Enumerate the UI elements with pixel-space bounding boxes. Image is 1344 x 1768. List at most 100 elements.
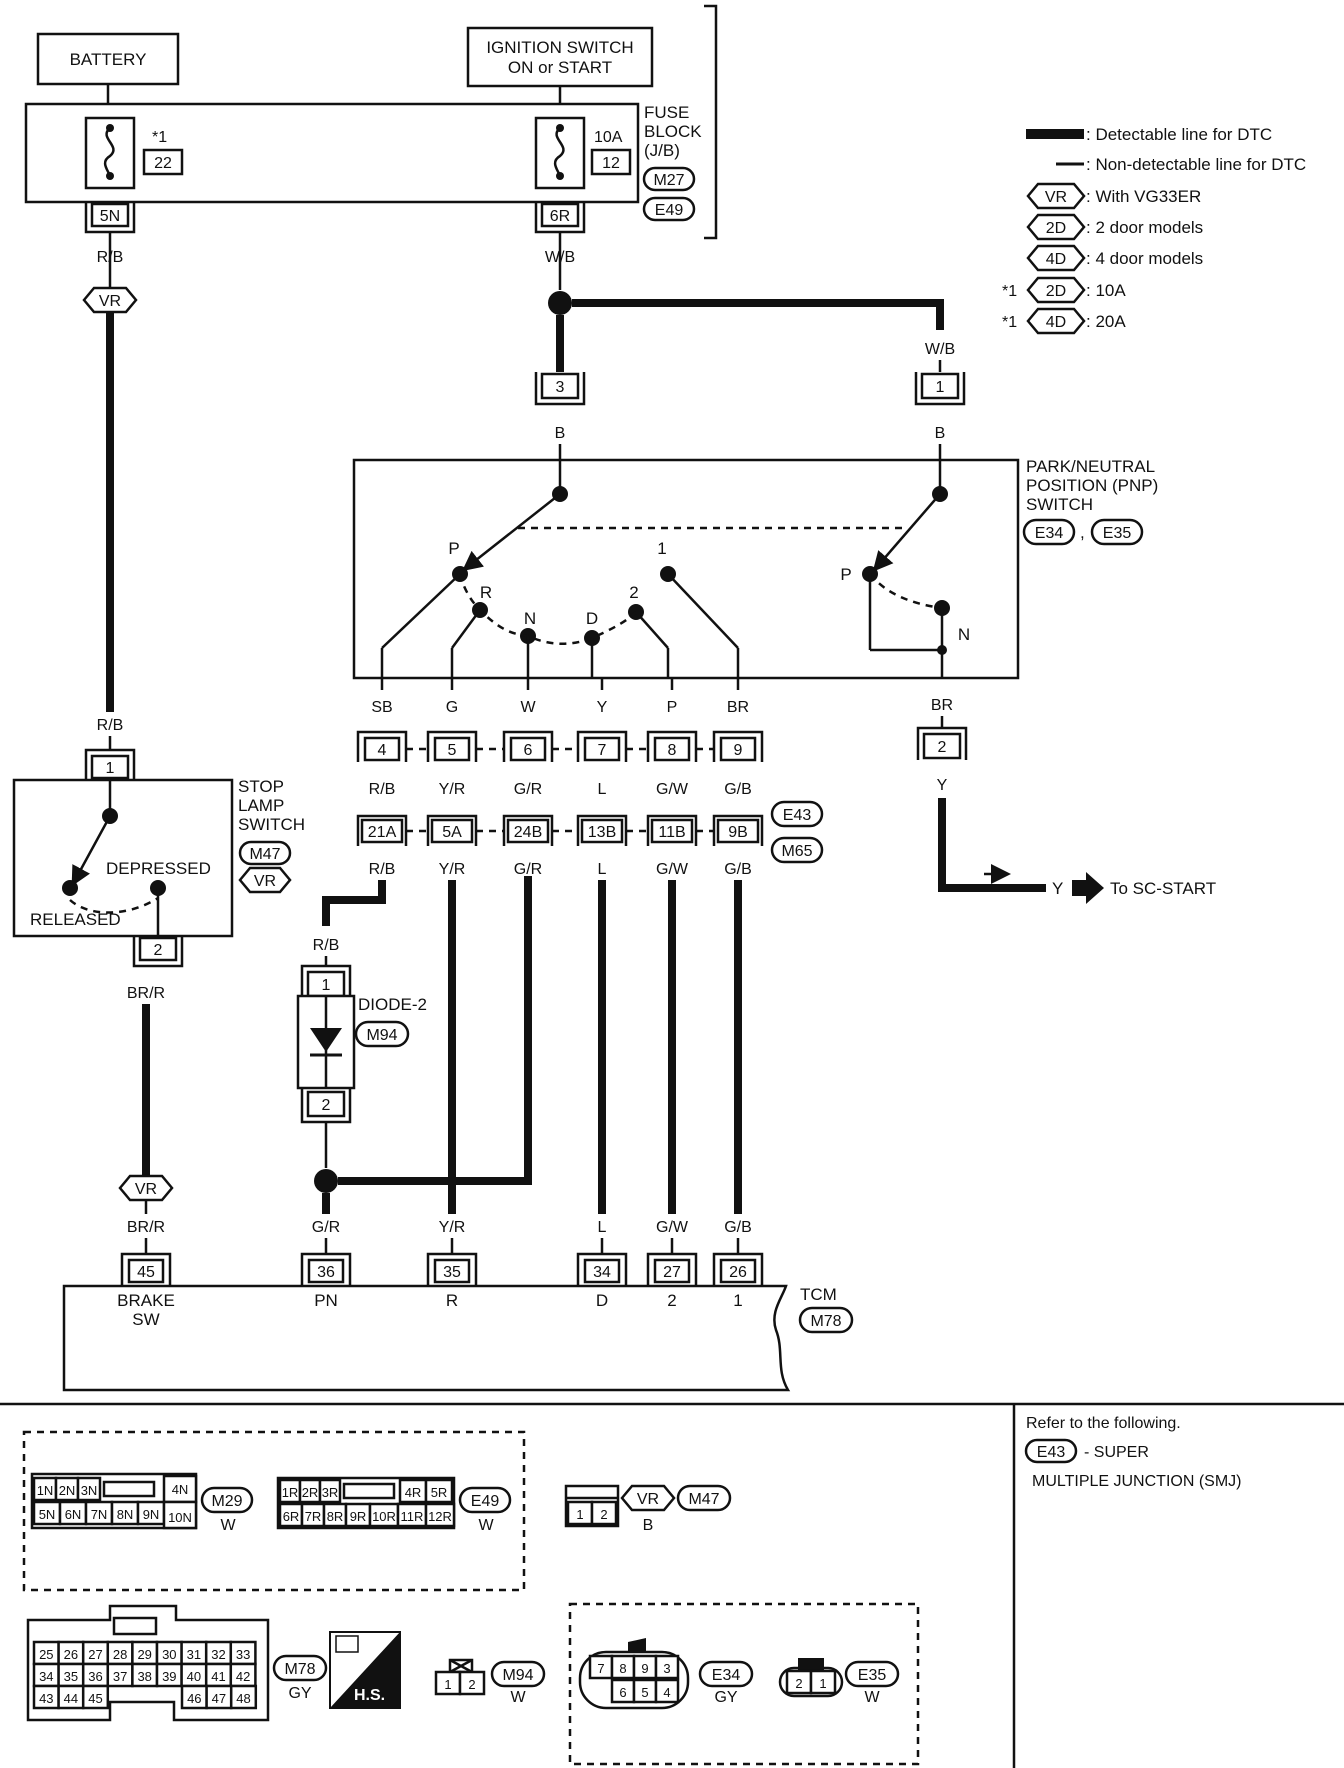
e49-pin-5R: 5R — [431, 1485, 448, 1500]
pnp-label-1: PARK/NEUTRAL — [1026, 457, 1155, 476]
m47-vr: VR — [637, 1491, 659, 1508]
col-low-color-2: G/R — [514, 861, 542, 878]
e35-id: E35 — [858, 1667, 887, 1684]
connector-3: 3 — [534, 372, 586, 406]
svg-text:E35: E35 — [1103, 525, 1132, 542]
m78-pin-27: 27 — [88, 1647, 102, 1662]
fuse1-note: *1 — [152, 129, 167, 146]
fuse-block-conn-2: E49 — [642, 196, 696, 222]
refer-tag-e43: E43 — [1024, 1438, 1078, 1464]
pnp-right-p: P — [840, 565, 851, 584]
pnp-conn-e34: E34 — [1022, 518, 1076, 546]
e49-pin-9R: 9R — [350, 1509, 367, 1524]
e34-pin-7: 7 — [597, 1661, 604, 1676]
e34-pin-8: 8 — [619, 1661, 626, 1676]
stop-lamp-conn-m47: M47 — [238, 840, 292, 866]
col-pin-b-3: 13B — [588, 824, 616, 841]
col-pin-a-3: 7 — [598, 742, 607, 759]
vr-tag-bottom: VR — [118, 1174, 174, 1202]
svg-text:E49: E49 — [655, 202, 684, 219]
ignition-switch-box: IGNITION SWITCH ON or START — [466, 26, 654, 88]
svg-text:E43: E43 — [783, 807, 812, 824]
e34-pin-3: 3 — [663, 1661, 670, 1676]
tcm-conn-m78: M78 — [798, 1306, 854, 1334]
terminal-6r: 6R — [534, 202, 586, 234]
m29-id: M29 — [211, 1493, 242, 1510]
e49-pin-1R: 1R — [282, 1485, 299, 1500]
stop-lamp-vr: VR — [238, 866, 292, 894]
wire-wb-right: W/B — [925, 341, 955, 358]
fuse1-number: 22 — [154, 155, 172, 172]
e34-pin-5: 5 — [641, 1685, 648, 1700]
m94-id: M94 — [502, 1667, 533, 1684]
tcm-name-1: 1 — [733, 1291, 742, 1310]
e49-pin-10R: 10R — [372, 1509, 396, 1524]
pnp-pos-2: 2 — [629, 583, 638, 602]
diode-label: DIODE-2 — [358, 995, 427, 1014]
m78-pin-45: 45 — [88, 1691, 102, 1706]
pnp-pos-r: R — [480, 583, 492, 602]
hs-label: H.S. — [354, 1687, 385, 1704]
m78-pin-29: 29 — [137, 1647, 151, 1662]
pnp-pos-p: P — [448, 539, 459, 558]
e49-pin-7R: 7R — [305, 1509, 322, 1524]
m47-color: B — [643, 1517, 654, 1534]
fuse-block: *1 22 10A 12 — [24, 102, 640, 204]
col-pin-a-4: 8 — [668, 742, 677, 759]
fuse-block-label-1: FUSE — [644, 103, 689, 122]
svg-text:2: 2 — [322, 1097, 331, 1114]
svg-text:VR: VR — [135, 1181, 157, 1198]
fuse-block-label-3: (J/B) — [644, 141, 680, 160]
e34-pin-4: 4 — [663, 1685, 670, 1700]
m78-pin-38: 38 — [137, 1669, 151, 1684]
terminal-5n: 5N — [84, 202, 136, 234]
m78-pin-33: 33 — [236, 1647, 250, 1662]
stop-lamp-connector-2: 2 — [132, 936, 184, 968]
e49-pin-3R: 3R — [322, 1485, 339, 1500]
m78-pin-47: 47 — [212, 1691, 226, 1706]
m78-pin-39: 39 — [162, 1669, 176, 1684]
to-sc-start: To SC-START — [1110, 879, 1216, 898]
m78-pin-36: 36 — [88, 1669, 102, 1684]
tcm-pin-26: 26 — [729, 1264, 747, 1281]
m78-color: GY — [288, 1685, 311, 1702]
wire-y-right: Y — [937, 777, 948, 794]
svg-text:3: 3 — [556, 379, 565, 396]
svg-text:1: 1 — [322, 977, 331, 994]
m29-pin-4n: 4N — [172, 1482, 189, 1497]
svg-text:4D: 4D — [1046, 251, 1066, 268]
svg-text:M65: M65 — [781, 843, 812, 860]
fuse-block-label-2: BLOCK — [644, 122, 702, 141]
tcm-wire-color-3: L — [598, 1219, 607, 1236]
svg-text:E34: E34 — [1035, 525, 1064, 542]
tcm-name-d: D — [596, 1291, 608, 1310]
svg-text:M47: M47 — [249, 846, 280, 863]
tcm-pin-35: 35 — [443, 1264, 461, 1281]
connector-group-1 — [22, 1430, 526, 1592]
connector-1-right: 1 — [914, 372, 966, 406]
m47-pin-2: 2 — [600, 1507, 607, 1522]
wire-brr-bottom: BR/R — [127, 1219, 165, 1236]
m94-color: W — [510, 1689, 526, 1706]
stop-lamp-label-2: LAMP — [238, 796, 284, 815]
pnp-pos-1: 1 — [657, 539, 666, 558]
svg-text:6R: 6R — [550, 208, 570, 225]
tcm-box: BRAKE SW PN R D 2 1 — [62, 1284, 791, 1392]
refer-line-1: Refer to the following. — [1026, 1415, 1181, 1432]
to-sc-start-arrow-icon — [1072, 872, 1104, 904]
col-mid-color-2: G/R — [514, 781, 542, 798]
svg-text:*1: *1 — [1002, 283, 1017, 300]
e49-id: E49 — [471, 1493, 500, 1510]
m78-pin-44: 44 — [64, 1691, 78, 1706]
fuse-block-conn-1: M27 — [642, 166, 696, 192]
legend: : Detectable line for DTC : Non-detectab… — [1002, 125, 1306, 335]
e34-pin-6: 6 — [619, 1685, 626, 1700]
wire-rb-mid: R/B — [97, 717, 124, 734]
diode-2: 1 2 — [296, 964, 356, 1124]
m29-pin-7N: 7N — [91, 1507, 108, 1522]
m78-pin-30: 30 — [162, 1647, 176, 1662]
battery-box: BATTERY — [36, 32, 180, 86]
